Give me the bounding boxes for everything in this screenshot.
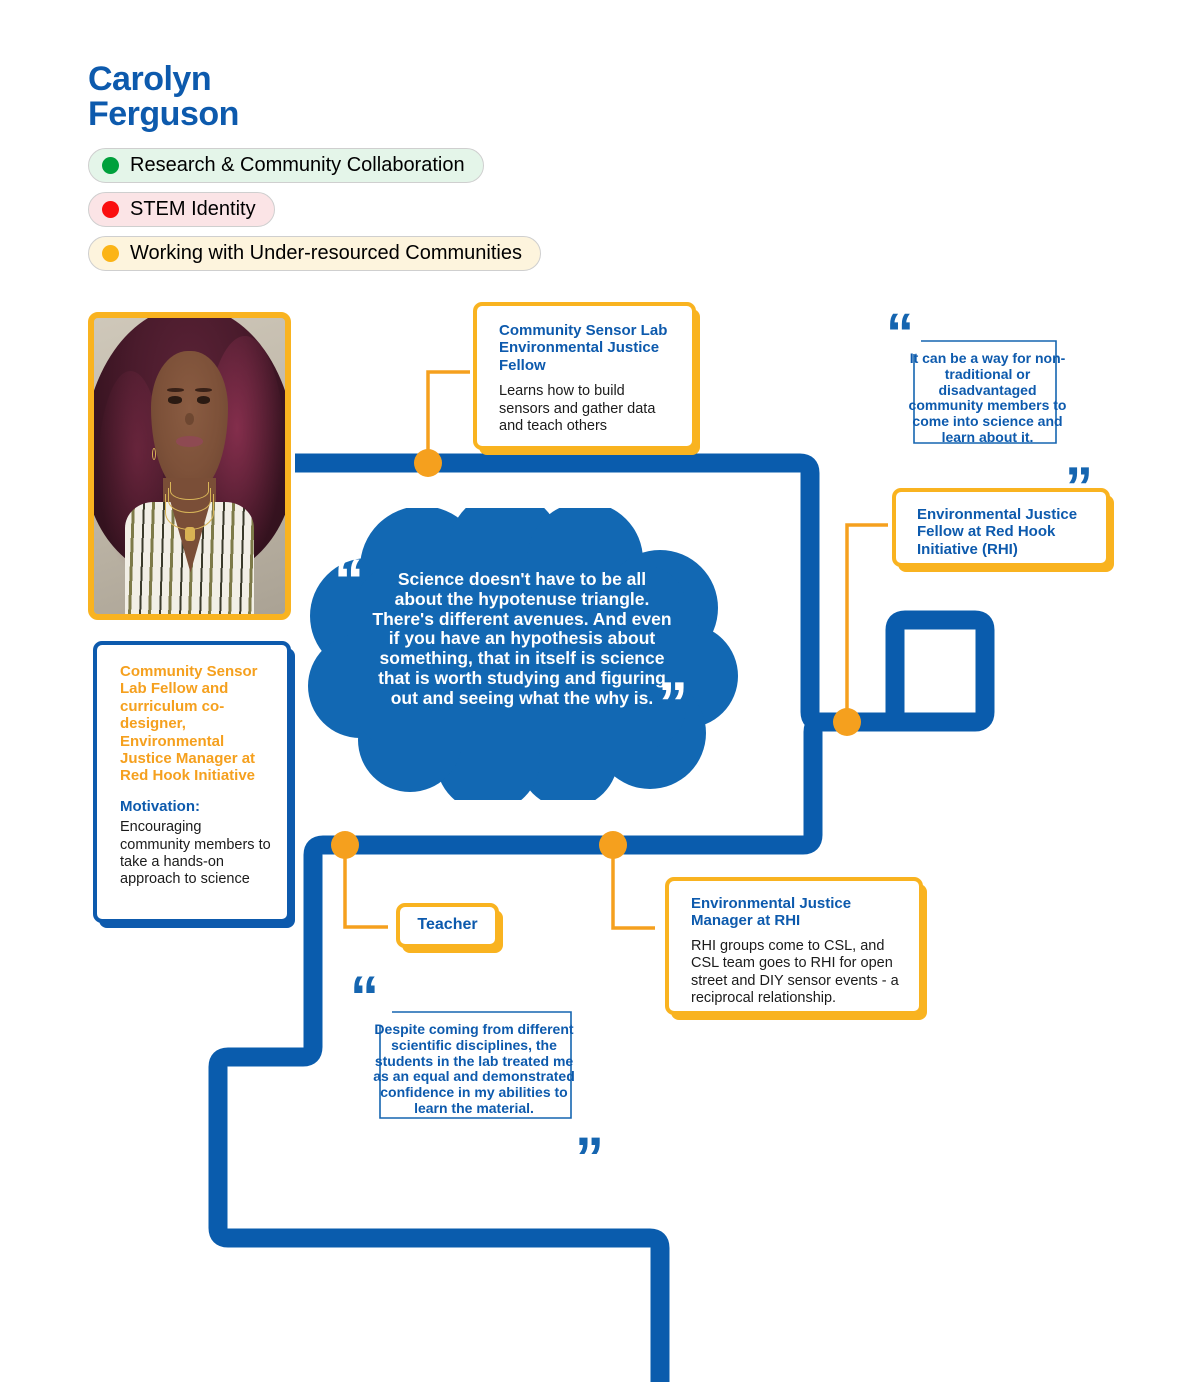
legend-under-resourced-communities[interactable]: Working with Under-resourced Communities	[88, 236, 541, 271]
card-csl-environmental-justice-fellow[interactable]: Community Sensor Lab Environmental Justi…	[473, 302, 696, 450]
legend-label: STEM Identity	[130, 198, 256, 220]
node-dot-ej-fellow-rhi	[833, 708, 861, 736]
quote-text: Despite coming from different scientific…	[373, 1021, 575, 1117]
green-dot-icon	[102, 157, 119, 174]
page-title: Carolyn Ferguson	[88, 60, 239, 133]
node-dot-csl-fellow	[414, 449, 442, 477]
card-body: Learns how to build sensors and gather d…	[499, 383, 656, 434]
cloud-quote-text: Science doesn't have to be all about the…	[372, 569, 672, 708]
portrait-photo	[88, 312, 291, 620]
legend-row-0: Research & Community Collaboration	[88, 148, 541, 183]
yellow-dot-icon	[102, 245, 119, 262]
node-dot-teacher	[331, 831, 359, 859]
legend-stem-identity[interactable]: STEM Identity	[88, 192, 275, 227]
quote-open-mark: “	[350, 965, 379, 1030]
card-title: Community Sensor Lab Environmental Justi…	[499, 322, 668, 374]
card-teacher[interactable]: Teacher	[396, 903, 499, 948]
card-body: RHI groups come to CSL, and CSL team goe…	[691, 937, 899, 1006]
legend-label: Working with Under-resourced Communities	[130, 242, 522, 264]
card-title: Environmental Justice Fellow at Red Hook…	[917, 506, 1078, 558]
quote-text: It can be a way for non-traditional or d…	[908, 350, 1067, 446]
card-ej-fellow-rhi[interactable]: Environmental Justice Fellow at Red Hook…	[892, 488, 1110, 567]
quote-bottom: “ ” Despite coming from different scient…	[348, 965, 604, 1187]
card-title: Teacher	[417, 916, 478, 934]
legend-research-community-collaboration[interactable]: Research & Community Collaboration	[88, 148, 484, 183]
card-body: Encouraging community members to take a …	[120, 819, 271, 888]
card-title: Community Sensor Lab Fellow and curricul…	[120, 663, 258, 785]
quote-cloud: “ ” Science doesn't have to be all about…	[300, 508, 740, 800]
card-subtitle: Motivation:	[120, 797, 200, 815]
quote-top-right: “ ” It can be a way for non-traditional …	[884, 304, 1093, 514]
quote-open-mark: “	[886, 301, 914, 364]
red-dot-icon	[102, 201, 119, 218]
card-title: Environmental Justice Manager at RHI	[691, 895, 852, 930]
card-csl-fellow-curriculum-codesigner[interactable]: Community Sensor Lab Fellow and curricul…	[93, 641, 291, 923]
quote-close-mark: ”	[575, 1125, 604, 1191]
node-dot-ej-manager-rhi	[599, 831, 627, 859]
cloud-quote-close-mark: ”	[658, 670, 688, 737]
legend-label: Research & Community Collaboration	[130, 154, 465, 176]
legend-row-1: STEM Identity	[88, 192, 541, 227]
card-ej-manager-rhi[interactable]: Environmental Justice Manager at RHI RHI…	[665, 877, 923, 1015]
cloud-quote-open-mark: “	[334, 547, 364, 614]
legend: Research & Community Collaboration STEM …	[88, 148, 541, 280]
legend-row-2: Working with Under-resourced Communities	[88, 236, 541, 271]
